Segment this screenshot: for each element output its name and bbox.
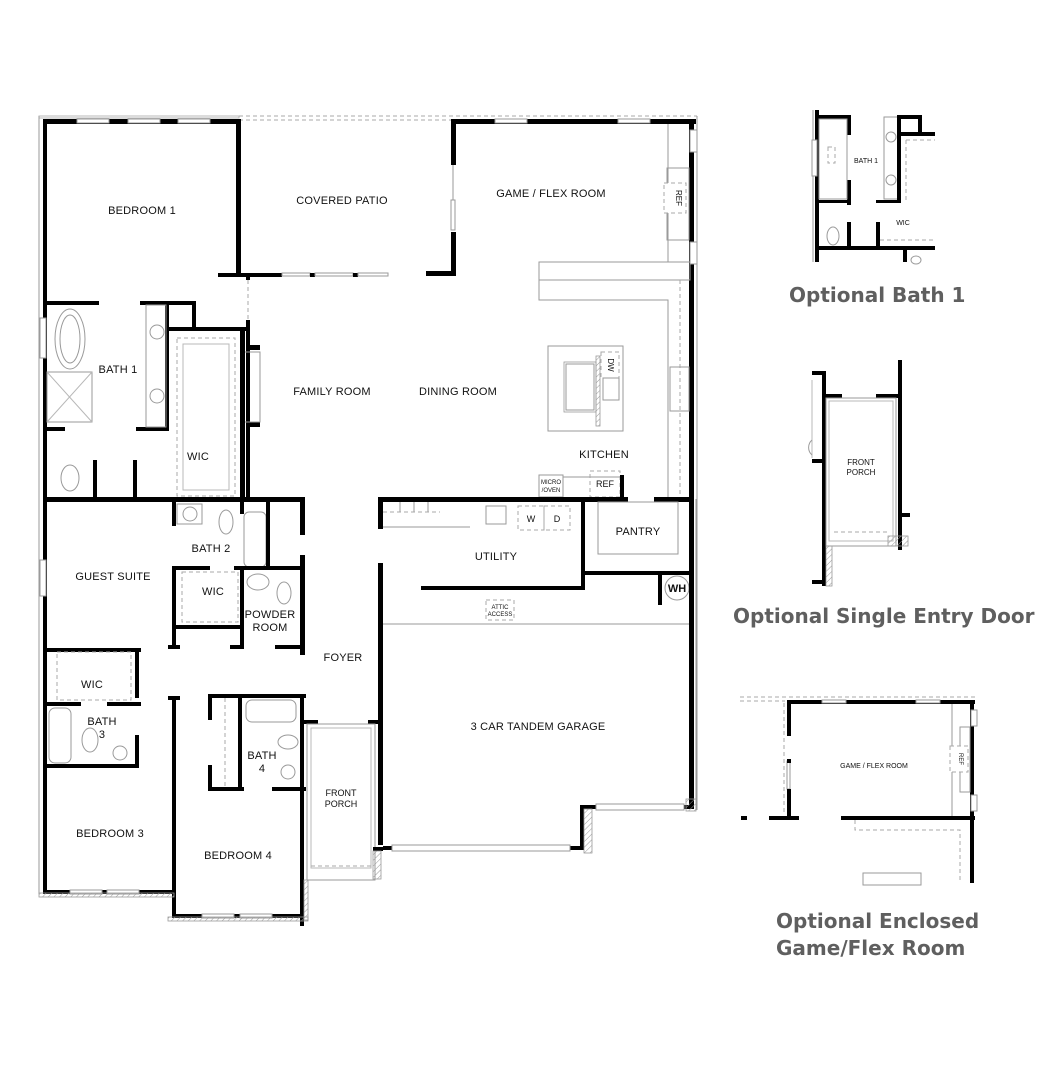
option-game-label: GAME / FLEX ROOM — [840, 763, 908, 770]
label-bath-1: BATH 1 — [99, 364, 138, 376]
label-bath-3-line2: 3 — [99, 729, 105, 741]
label-front-porch-2: PORCH — [325, 799, 358, 809]
attic-access-label-1: ATTIC — [492, 605, 510, 611]
label-pantry: PANTRY — [616, 526, 661, 538]
label-bedroom-3: BEDROOM 3 — [76, 828, 144, 840]
micro-oven-label-1: MICRO — [541, 480, 561, 486]
label-covered-patio: COVERED PATIO — [296, 195, 388, 207]
label-kitchen: KITCHEN — [579, 449, 629, 461]
label-family-room: FAMILY ROOM — [293, 386, 371, 398]
label-utility: UTILITY — [475, 551, 518, 563]
label-foyer: FOYER — [324, 652, 363, 664]
label-garage: 3 CAR TANDEM GARAGE — [471, 721, 606, 733]
label-bath-2: BATH 2 — [192, 543, 231, 555]
option-game-ref-label: REF — [957, 753, 963, 765]
option-title-bath-1: Optional Bath 1 — [789, 283, 966, 307]
option-porch-label-1: FRONT — [847, 458, 875, 467]
washer-label: W — [527, 514, 536, 524]
water-heater-label: WH — [668, 583, 686, 595]
option-bath-1-drawing: BATH 1 WIC — [811, 110, 935, 265]
label-bath-4-line1: BATH — [247, 750, 276, 762]
label-bath-3-line1: BATH — [87, 716, 116, 728]
main-floor-plan: REF DW MICRO /OVEN REF W D — [38, 115, 698, 926]
label-guest-suite: GUEST SUITE — [75, 571, 150, 583]
dishwasher-label: DW — [606, 358, 615, 372]
option-single-entry-drawing: FRONT PORCH — [808, 360, 910, 587]
option-title-enclosed-line1: Optional Enclosed — [776, 909, 980, 933]
game-room-ref-label: REF — [674, 190, 683, 206]
label-powder-room-1: POWDER — [245, 609, 296, 621]
label-front-porch-1: FRONT — [326, 788, 357, 798]
label-master-wic: WIC — [187, 451, 209, 463]
attic-access-label-2: ACCESS — [488, 612, 513, 618]
option-bath-label: BATH 1 — [854, 158, 878, 165]
room-labels: BEDROOM 1 COVERED PATIO GAME / FLEX ROOM… — [75, 188, 661, 862]
label-bedroom-1: BEDROOM 1 — [108, 205, 176, 217]
label-bed3-wic: WIC — [81, 679, 103, 691]
label-game-flex-room: GAME / FLEX ROOM — [496, 188, 606, 200]
option-title-enclosed-line2: Game/Flex Room — [776, 936, 966, 960]
kitchen-ref-label: REF — [596, 479, 615, 489]
micro-oven-label-2: /OVEN — [542, 488, 561, 494]
option-porch-label-2: PORCH — [847, 468, 876, 477]
label-dining-room: DINING ROOM — [419, 386, 497, 398]
option-wic-label: WIC — [896, 220, 910, 227]
label-bedroom-4: BEDROOM 4 — [204, 850, 272, 862]
dryer-label: D — [554, 514, 561, 524]
label-guest-wic: WIC — [202, 586, 224, 598]
option-title-single-entry-door: Optional Single Entry Door — [733, 604, 1035, 628]
option-enclosed-game-drawing: REF GAME / FLEX ROOM — [740, 696, 978, 886]
label-powder-room-2: ROOM — [252, 622, 287, 634]
label-bath-4-line2: 4 — [259, 763, 265, 775]
